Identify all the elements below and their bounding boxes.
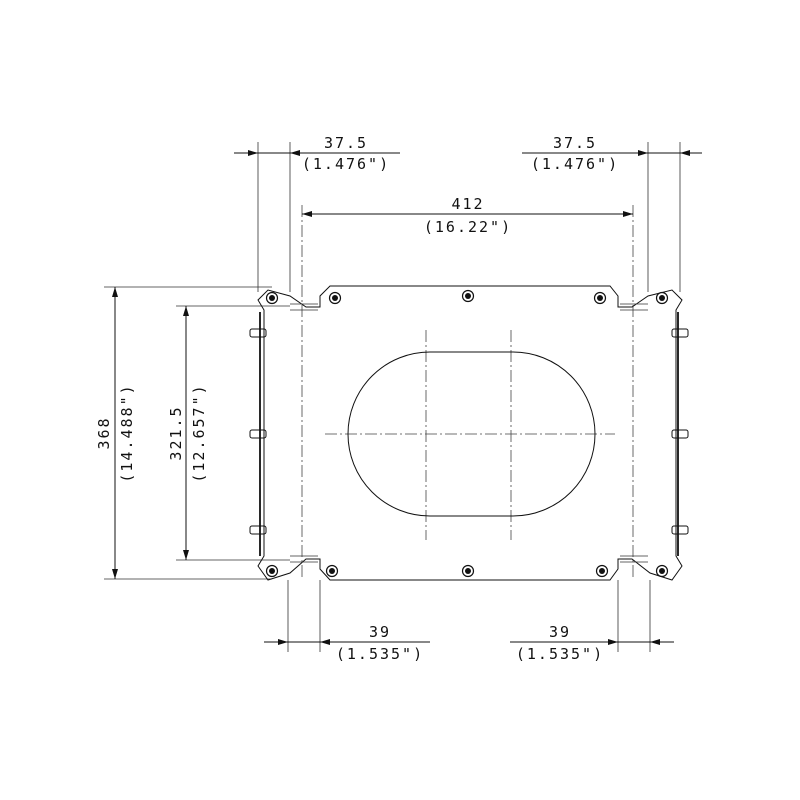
side-clips [249, 328, 689, 535]
overall-height-mm: 368 [95, 416, 113, 449]
bottom-right-offset-mm: 39 [549, 623, 571, 641]
bottom-left-offset-mm: 39 [369, 623, 391, 641]
dimension-lines [112, 150, 702, 645]
center-lines [301, 205, 634, 578]
hole-spacing-width-mm: 412 [451, 195, 484, 213]
hole-spacing-height-inch: (12.657") [190, 383, 208, 482]
bottom-left-offset-inch: (1.535") [336, 645, 424, 663]
bottom-right-offset-inch: (1.535") [516, 645, 604, 663]
top-right-offset-inch: (1.476") [531, 155, 619, 173]
mounting-holes [265, 289, 669, 578]
plate [257, 285, 683, 581]
extension-lines [104, 142, 681, 652]
hole-spacing-height-mm: 321.5 [167, 405, 185, 460]
overall-height-inch: (14.488") [118, 383, 136, 482]
oval-cutout [347, 351, 596, 517]
top-left-offset-mm: 37.5 [324, 134, 368, 152]
hole-spacing-width-inch: (16.22") [424, 218, 512, 236]
top-right-offset-mm: 37.5 [553, 134, 597, 152]
top-left-offset-inch: (1.476") [302, 155, 390, 173]
dimension-labels: 37.5 (1.476") 37.5 (1.476") 412 (16.22")… [95, 134, 619, 663]
